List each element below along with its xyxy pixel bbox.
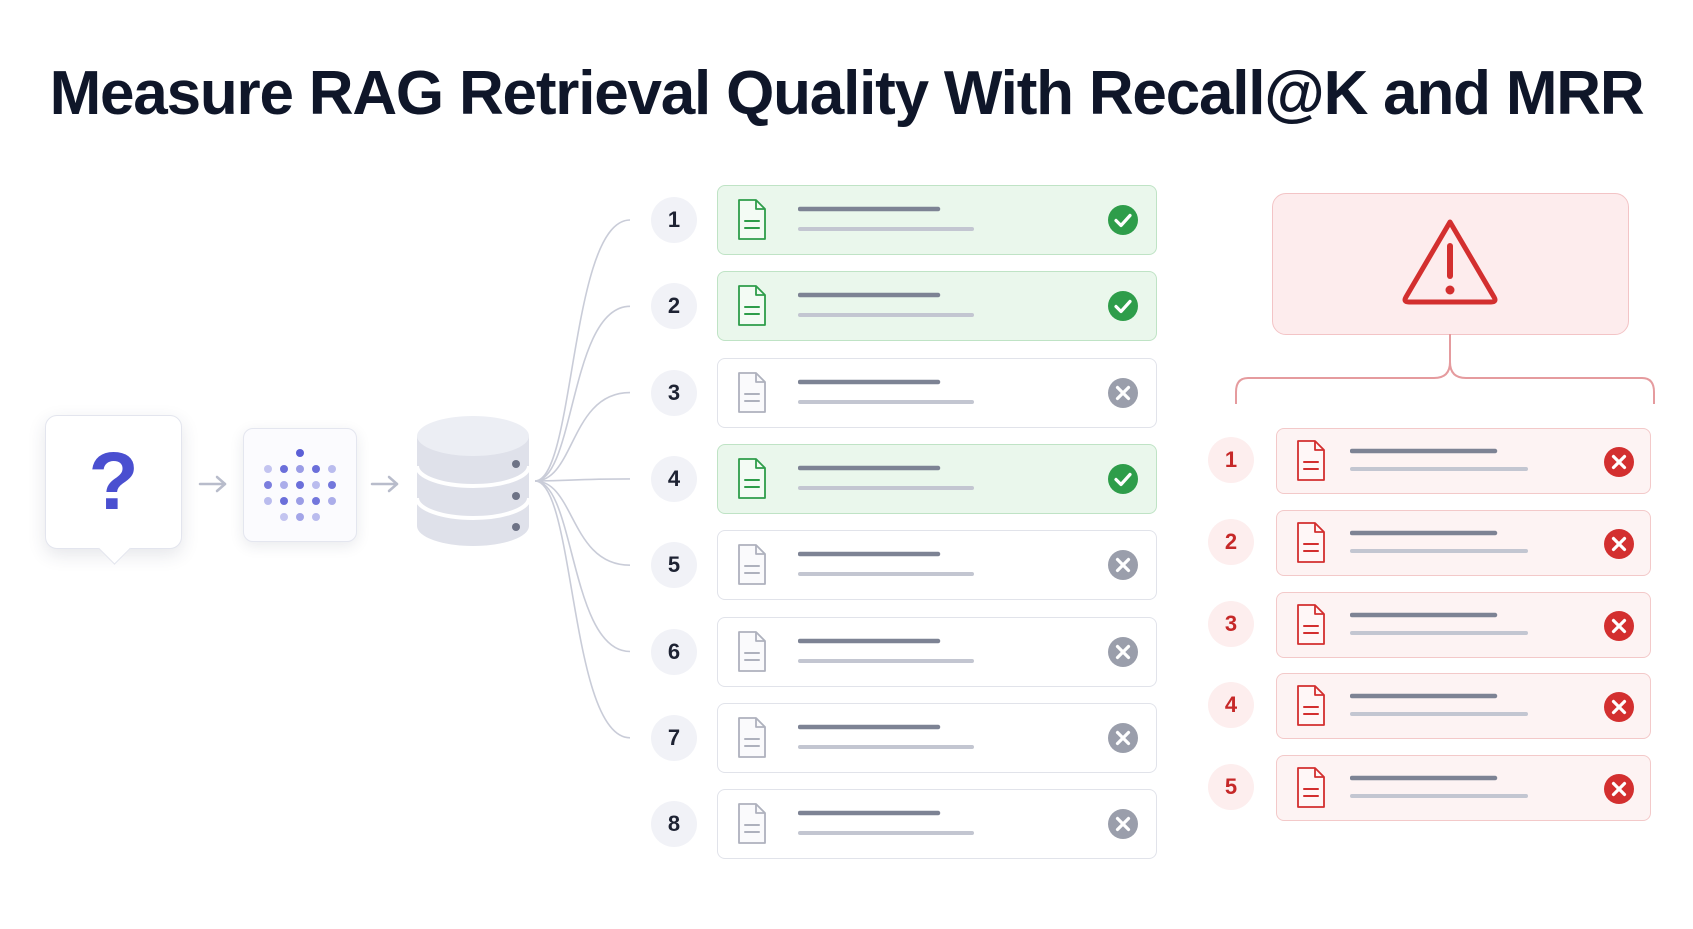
connector-curve bbox=[534, 478, 631, 482]
x-circle-icon bbox=[1604, 447, 1634, 477]
connector-curve bbox=[534, 480, 631, 739]
document-icon bbox=[1297, 767, 1325, 809]
rank-badge: 8 bbox=[651, 801, 697, 848]
irrelevant-result-card bbox=[717, 357, 1157, 428]
document-icon bbox=[738, 199, 766, 240]
document-icon bbox=[738, 716, 766, 758]
text-placeholder-lines bbox=[798, 551, 974, 577]
document-icon bbox=[738, 285, 766, 327]
check-circle-icon bbox=[1108, 291, 1138, 322]
irrelevant-result-card bbox=[717, 616, 1157, 687]
connector-curve bbox=[534, 480, 631, 653]
text-placeholder-lines bbox=[1350, 694, 1528, 717]
text-placeholder-lines bbox=[798, 638, 974, 663]
x-circle-icon bbox=[1604, 610, 1634, 641]
x-circle-icon bbox=[1604, 774, 1634, 805]
rank-badge: 1 bbox=[1208, 437, 1254, 483]
document-icon bbox=[738, 803, 766, 844]
text-placeholder-lines bbox=[798, 206, 974, 231]
rank-badge: 2 bbox=[1208, 518, 1254, 565]
document-icon bbox=[1297, 440, 1325, 481]
x-circle-icon bbox=[1108, 377, 1138, 408]
document-icon bbox=[1297, 685, 1325, 727]
document-icon bbox=[1297, 603, 1325, 645]
text-placeholder-lines bbox=[798, 379, 974, 404]
text-placeholder-lines bbox=[798, 724, 974, 749]
document-icon bbox=[1297, 685, 1325, 727]
text-placeholder-lines bbox=[1350, 612, 1528, 635]
relevant-result-card bbox=[717, 185, 1157, 255]
document-icon bbox=[1297, 440, 1325, 481]
rank-badge: 7 bbox=[651, 714, 697, 761]
embedding-grid-icon bbox=[264, 449, 336, 521]
question-mark-icon: ? bbox=[88, 436, 139, 527]
document-icon bbox=[738, 630, 766, 672]
rank-badge: 6 bbox=[651, 628, 697, 675]
failed-result-card bbox=[1276, 428, 1651, 494]
arrow-right-icon bbox=[198, 475, 227, 493]
x-circle-icon bbox=[1108, 722, 1138, 753]
text-placeholder-lines bbox=[1350, 448, 1528, 471]
x-circle-icon bbox=[1108, 809, 1138, 840]
connector-curve bbox=[534, 219, 631, 482]
document-icon bbox=[738, 199, 766, 240]
warning-box bbox=[1272, 193, 1629, 335]
failed-result-card bbox=[1276, 509, 1651, 576]
document-icon bbox=[738, 544, 766, 586]
arrow-right-icon bbox=[370, 475, 399, 493]
x-circle-icon bbox=[1108, 636, 1138, 667]
rank-badge: 4 bbox=[1208, 682, 1254, 729]
database-icon bbox=[415, 416, 531, 546]
x-circle-icon bbox=[1604, 528, 1634, 559]
text-placeholder-lines bbox=[798, 293, 974, 318]
connector-curve bbox=[534, 305, 631, 482]
connector-curve bbox=[534, 480, 631, 566]
document-icon bbox=[738, 457, 766, 499]
text-placeholder-lines bbox=[1350, 530, 1528, 553]
document-icon bbox=[1297, 603, 1325, 645]
embedding-box bbox=[243, 428, 357, 542]
document-icon bbox=[1297, 767, 1325, 809]
rank-badge: 3 bbox=[1208, 600, 1254, 647]
text-placeholder-lines bbox=[798, 810, 974, 836]
rank-badge: 2 bbox=[651, 283, 697, 330]
rank-badge: 5 bbox=[1208, 764, 1254, 811]
rank-badge: 4 bbox=[651, 455, 697, 502]
query-bubble: ? bbox=[45, 415, 182, 549]
document-icon bbox=[738, 285, 766, 327]
text-placeholder-lines bbox=[1350, 775, 1528, 799]
relevant-result-card bbox=[717, 271, 1157, 342]
check-circle-icon bbox=[1108, 463, 1138, 494]
text-placeholder-lines bbox=[798, 465, 974, 490]
document-icon bbox=[738, 544, 766, 586]
rank-badge: 1 bbox=[651, 197, 697, 243]
failed-result-card bbox=[1276, 591, 1651, 658]
x-circle-icon bbox=[1108, 550, 1138, 581]
document-icon bbox=[738, 803, 766, 844]
document-icon bbox=[738, 457, 766, 499]
document-icon bbox=[1297, 521, 1325, 563]
document-icon bbox=[738, 371, 766, 413]
rank-badge: 3 bbox=[651, 369, 697, 416]
page-title: Measure RAG Retrieval Quality With Recal… bbox=[49, 59, 1645, 128]
document-icon bbox=[738, 371, 766, 413]
document-icon bbox=[738, 716, 766, 758]
failed-result-card bbox=[1276, 755, 1651, 822]
connector-curve bbox=[534, 391, 631, 482]
document-icon bbox=[1297, 521, 1325, 563]
check-circle-icon bbox=[1108, 205, 1138, 235]
rank-badge: 5 bbox=[651, 542, 697, 589]
irrelevant-result-card bbox=[717, 530, 1157, 601]
x-circle-icon bbox=[1604, 692, 1634, 723]
document-icon bbox=[738, 630, 766, 672]
irrelevant-result-card bbox=[717, 702, 1157, 773]
failed-result-card bbox=[1276, 673, 1651, 740]
relevant-result-card bbox=[717, 443, 1157, 514]
warning-triangle-icon bbox=[1402, 219, 1498, 305]
irrelevant-result-card bbox=[717, 789, 1157, 860]
